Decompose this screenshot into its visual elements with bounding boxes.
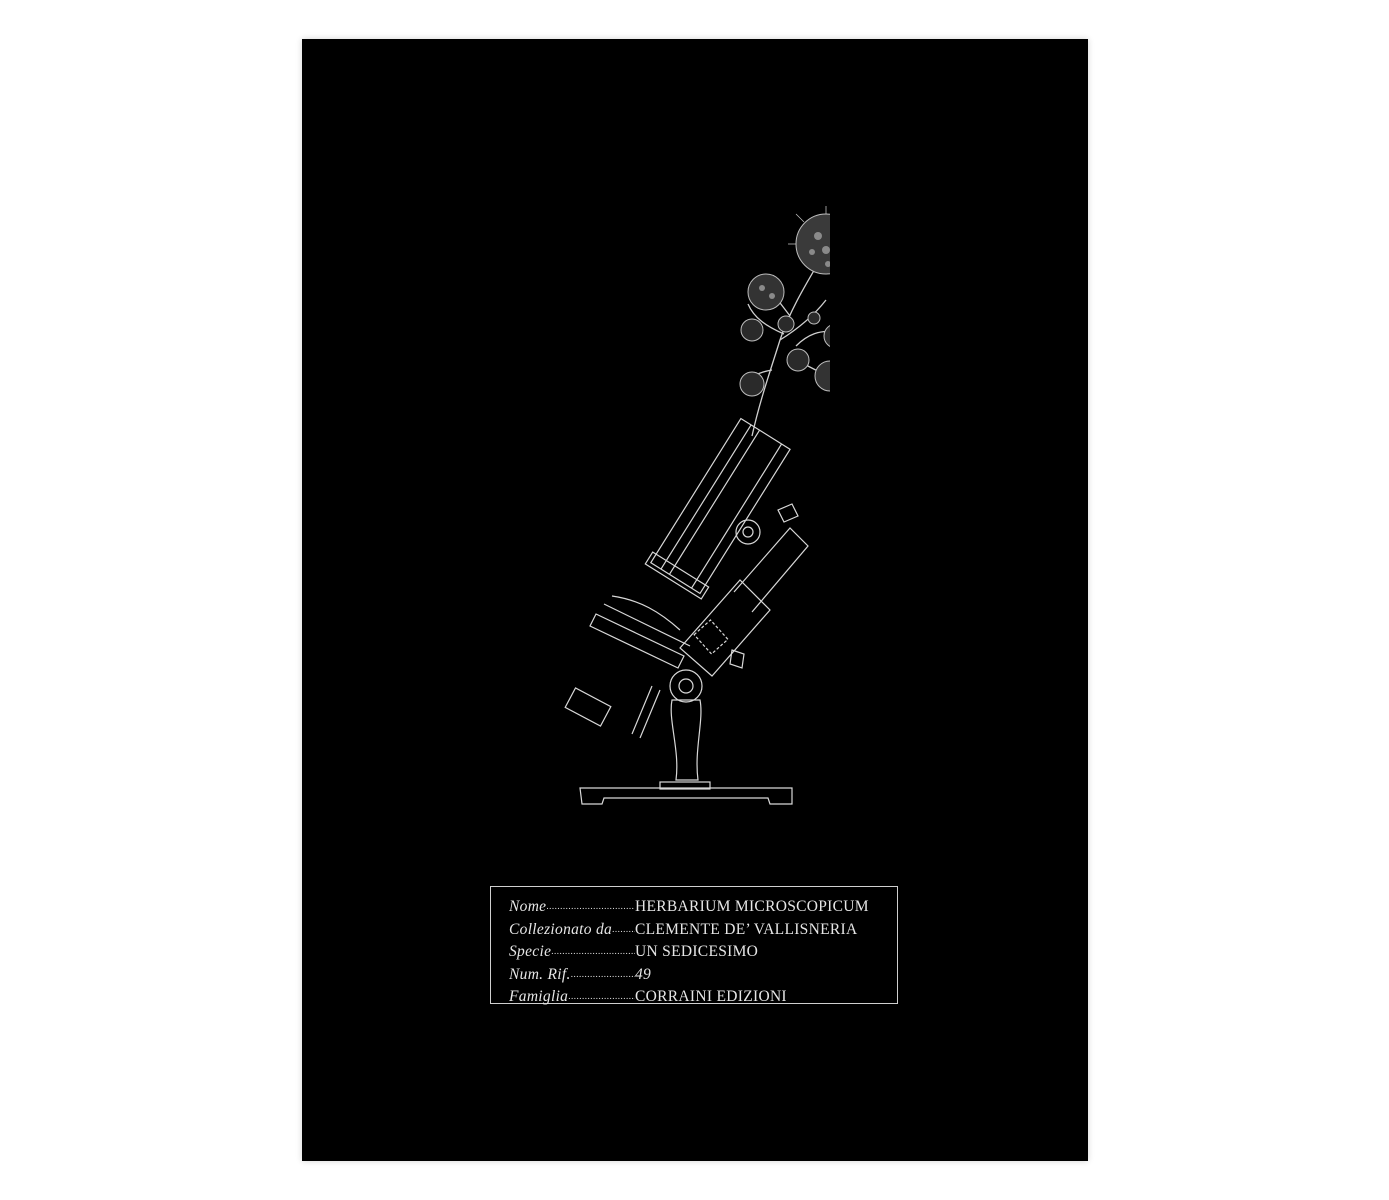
label-row-specie: Specie..................................…	[509, 942, 897, 965]
label-value: CORRAINI EDIZIONI	[635, 988, 787, 1005]
dot-leader: ........................................…	[612, 923, 635, 934]
label-row-nome: Nome....................................…	[509, 897, 897, 920]
label-value: UN SEDICESIMO	[635, 943, 759, 960]
specimen-label: Nome....................................…	[490, 886, 898, 1005]
label-row-collezionato: Collezionato da.........................…	[509, 920, 897, 943]
dot-leader: ........................................…	[570, 968, 635, 979]
label-key: Num. Rif.	[509, 965, 571, 983]
label-key: Famiglia	[509, 988, 569, 1005]
label-key: Nome	[509, 898, 547, 915]
label-key: Specie	[509, 943, 552, 960]
dot-leader: ........................................…	[546, 901, 635, 911]
label-key: Collezionato da	[509, 920, 613, 938]
microscope-flower-illustration	[564, 206, 830, 805]
base-shape	[579, 787, 793, 805]
label-value: HERBARIUM MICROSCOPICUM	[635, 898, 869, 915]
label-row-famiglia: Famiglia................................…	[509, 987, 897, 1010]
dot-leader: ........................................…	[568, 991, 635, 1001]
poster	[302, 39, 1088, 1161]
dot-leader: ........................................…	[551, 946, 635, 956]
label-value: CLEMENTE DE’ VALLISNERIA	[635, 920, 858, 938]
label-value: 49	[635, 965, 652, 983]
label-row-num-rif: Num. Rif................................…	[509, 965, 897, 988]
